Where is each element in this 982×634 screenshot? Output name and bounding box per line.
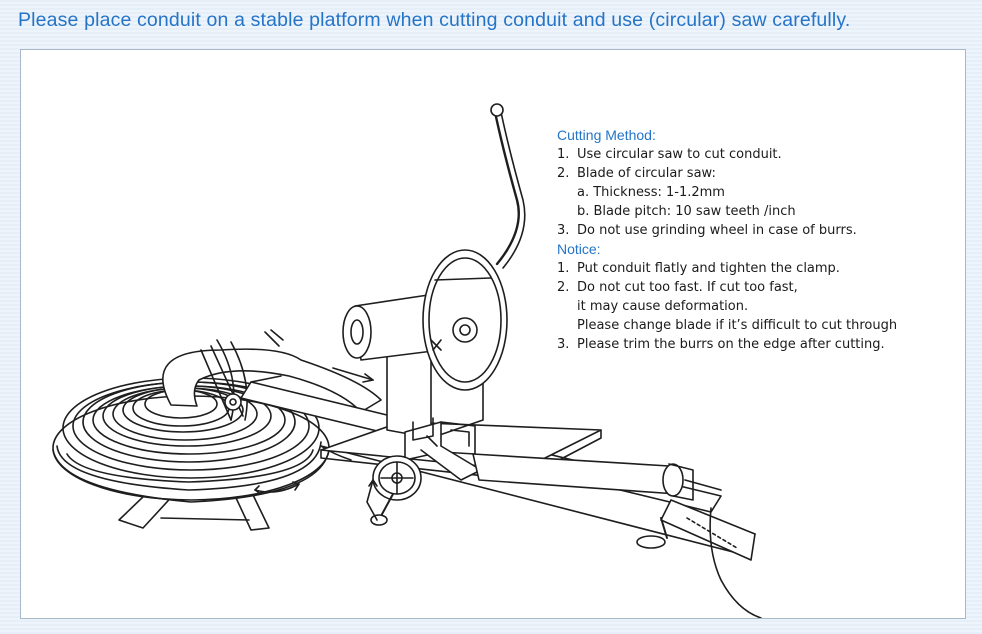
cutting-item: 3. Do not use grinding wheel in case of … [557, 221, 957, 240]
item-text: Please trim the burrs on the edge after … [577, 337, 885, 352]
notice-continuation: Please change blade if it’s difficult to… [577, 318, 898, 333]
item-number: 1. [557, 261, 570, 276]
direction-arrows [254, 367, 438, 521]
notice-item: 1. Put conduit flatly and tighten the cl… [557, 259, 957, 278]
blade-thickness: a. Thickness: 1-1.2mm [577, 185, 725, 200]
item-number: 2. [557, 166, 570, 181]
conduit-piece [472, 453, 722, 501]
illustration-panel: Cutting Method: 1. Use circular saw to c… [20, 49, 966, 619]
notice-item: 3. Please trim the burrs on the edge aft… [557, 335, 957, 354]
cutting-item: 2. Blade of circular saw: [557, 164, 957, 183]
guide-arm [200, 329, 284, 421]
saw-motor [342, 293, 442, 361]
notice-title: Notice: [557, 241, 601, 257]
instructions-block: Cutting Method: 1. Use circular saw to c… [557, 126, 957, 354]
item-number: 1. [557, 147, 570, 162]
clamp-handwheel [370, 455, 422, 526]
power-cord [709, 507, 762, 618]
cutting-method-title: Cutting Method: [557, 127, 656, 143]
cutting-item: 1. Use circular saw to cut conduit. [557, 145, 957, 164]
item-text: Use circular saw to cut conduit. [577, 147, 782, 162]
item-text: Blade of circular saw: [577, 166, 716, 181]
item-text: Put conduit flatly and tighten the clamp… [577, 261, 840, 276]
item-number: 2. [557, 280, 570, 295]
conduit-cutting-machine-illustration [52, 103, 762, 618]
item-text: Do not cut too fast. If cut too fast, [577, 280, 798, 295]
adjust-knob [636, 517, 668, 549]
conduit-feed [162, 339, 382, 421]
saw-lever [490, 103, 526, 269]
page-headline: Please place conduit on a stable platfor… [18, 9, 851, 31]
reel-platform [52, 395, 330, 503]
item-number: 3. [557, 337, 570, 352]
notice-continuation: it may cause deformation. [577, 299, 749, 314]
conduit-clamp [404, 417, 482, 481]
item-text: Do not use grinding wheel in case of bur… [577, 223, 857, 238]
blade-pitch: b. Blade pitch: 10 saw teeth /inch [577, 204, 796, 219]
notice-item: 2. Do not cut too fast. If cut too fast, [557, 278, 957, 297]
item-number: 3. [557, 223, 570, 238]
circular-saw-blade [422, 249, 508, 391]
